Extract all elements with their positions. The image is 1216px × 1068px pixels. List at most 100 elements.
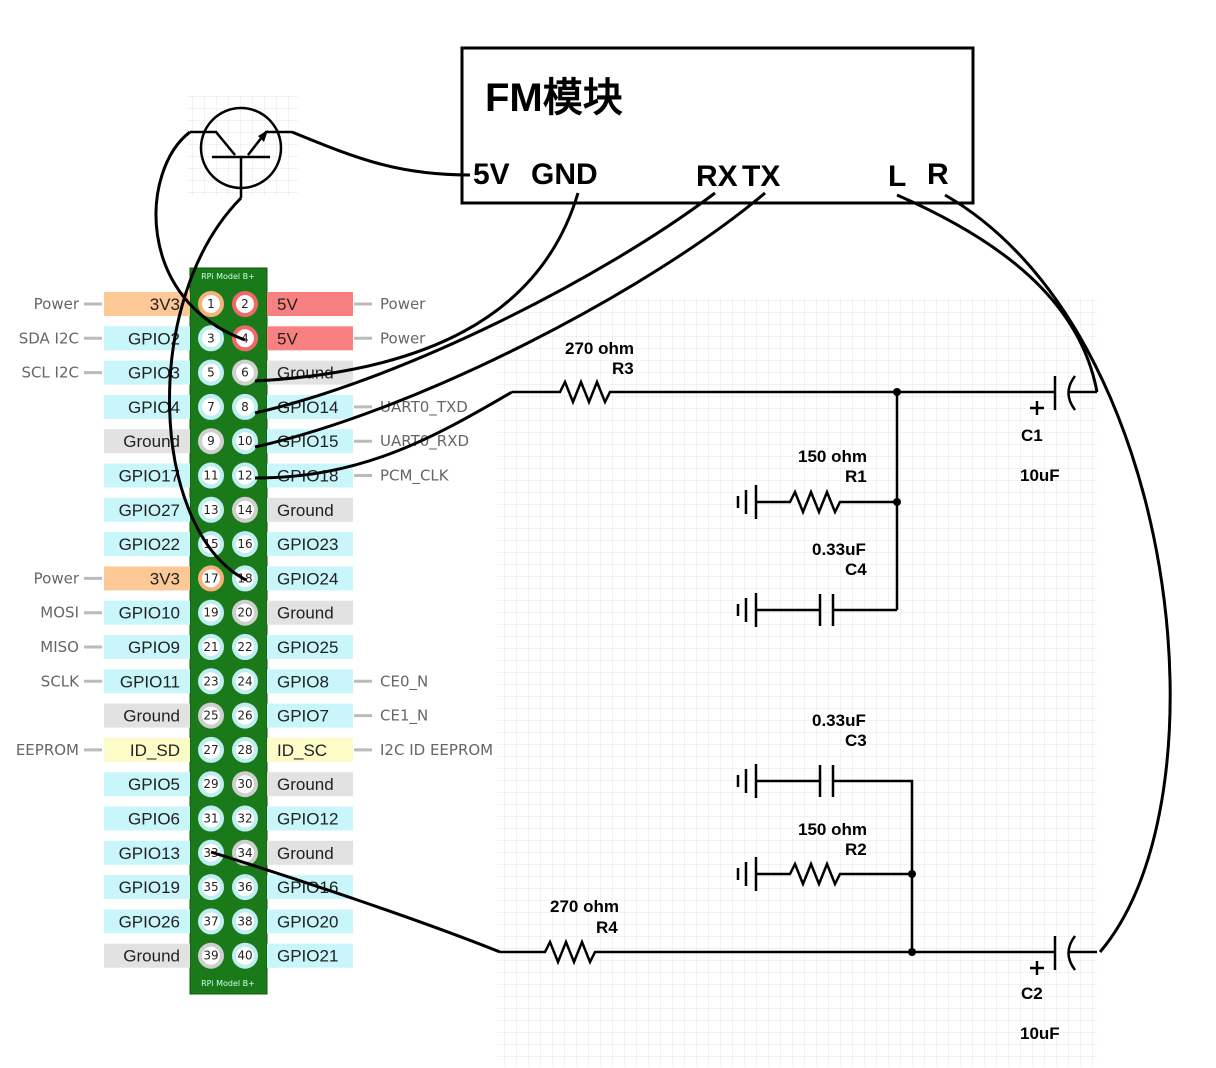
r3-ref: R3 <box>612 359 634 378</box>
pin-name: Ground <box>277 501 334 520</box>
pin-label-box <box>267 772 353 797</box>
pin-label-box <box>267 875 353 900</box>
pin-function: UART0_TXD <box>380 398 468 417</box>
pin-37: GPIO26 37 <box>104 908 224 935</box>
pin-function: Power <box>34 569 80 587</box>
pin-circle <box>198 359 224 386</box>
c1-value: 10uF <box>1020 466 1060 485</box>
pin-name: 5V <box>277 329 298 348</box>
pin-circle <box>198 531 224 558</box>
c4-ref: C4 <box>845 560 867 579</box>
pin-function: PCM_CLK <box>380 467 450 486</box>
pin-name: GPIO11 <box>120 672 180 691</box>
pin-circle <box>198 428 224 455</box>
pin-label-box <box>104 772 190 797</box>
pin-name: GPIO20 <box>277 912 338 931</box>
pin-name: 3V3 <box>150 569 180 588</box>
pin-label-box <box>267 292 353 316</box>
resistor-r1 <box>736 485 897 519</box>
wire-gnd-to-pin6 <box>254 192 580 383</box>
c4-value: 0.33uF <box>812 540 866 559</box>
pin-number: 3 <box>207 331 215 345</box>
pin-label-box <box>267 669 353 694</box>
fm-module-title: FM模块 <box>485 76 623 120</box>
pin-name: GPIO26 <box>119 912 180 931</box>
c2-value: 10uF <box>1020 1024 1060 1043</box>
pin-function: MISO <box>40 638 79 656</box>
wires <box>154 130 1172 954</box>
pin-label-box <box>267 635 353 659</box>
pin-label-box <box>267 703 353 728</box>
pin-name: GPIO3 <box>128 364 180 383</box>
schematic-grid <box>497 298 1097 1066</box>
transistor-grid <box>188 96 298 196</box>
pin-name: GPIO13 <box>119 844 180 863</box>
pin-number: 34 <box>237 846 252 860</box>
pin-number: 37 <box>203 914 218 928</box>
pin-label-box <box>104 635 190 659</box>
capacitor-c4 <box>736 593 897 627</box>
pin-circle <box>198 736 224 763</box>
pin-circle <box>198 874 224 901</box>
wire-pin12-to-r3 <box>254 390 513 480</box>
pin-number: 13 <box>203 503 218 517</box>
r1-ref: R1 <box>845 467 867 486</box>
fm-pin-5v: 5V <box>473 158 510 191</box>
pin-number: 28 <box>237 743 252 757</box>
pin-label-box <box>104 703 190 728</box>
pin-label-box <box>267 326 353 351</box>
pin-name: GPIO21 <box>277 947 338 966</box>
fm-pin-l: L <box>888 160 906 193</box>
pin-circle <box>198 771 224 798</box>
pin-name: GPIO4 <box>128 398 180 417</box>
pin-label-box <box>267 497 353 522</box>
pin-circle <box>232 325 258 352</box>
pin-number: 25 <box>203 709 218 723</box>
pin-name: GPIO8 <box>277 672 329 691</box>
pin-function: MOSI <box>40 604 79 622</box>
pin-label-box <box>267 840 353 865</box>
pin-circle <box>232 805 258 832</box>
pin-number: 30 <box>237 777 252 791</box>
board-label-top: RPi Model B+ <box>201 272 255 281</box>
pin-function: SCL I2C <box>21 364 79 382</box>
fm-module: FM模块 5V GND RX TX L R <box>460 46 975 205</box>
pin-label-box <box>267 909 353 934</box>
pin-circle <box>198 496 224 523</box>
pin-name: GPIO25 <box>277 638 338 657</box>
pin-circle <box>232 531 258 558</box>
pin-function: I2C ID EEPROM <box>380 741 493 759</box>
pin-label-box <box>267 566 353 591</box>
pin-number: 23 <box>203 674 218 688</box>
pin-function: CE1_N <box>380 707 428 726</box>
pin-circle <box>232 702 258 729</box>
pin-name: GPIO22 <box>119 535 180 554</box>
pin-number: 35 <box>203 880 218 894</box>
pin-label-box <box>104 394 190 419</box>
pin-name: GPIO27 <box>119 501 180 520</box>
pin-function: UART0_RXD <box>380 432 469 451</box>
rpi-header-board <box>189 267 268 995</box>
pin-number: 32 <box>237 812 252 826</box>
pin-circle <box>232 736 258 763</box>
pin-name: GPIO23 <box>277 535 338 554</box>
pin-name: 3V3 <box>150 295 180 314</box>
pin-name: ID_SC <box>277 741 327 760</box>
resistor-r3 <box>512 378 1055 406</box>
pin-circle <box>198 805 224 832</box>
pin-name: GPIO9 <box>128 638 180 657</box>
pin-circle <box>232 874 258 901</box>
